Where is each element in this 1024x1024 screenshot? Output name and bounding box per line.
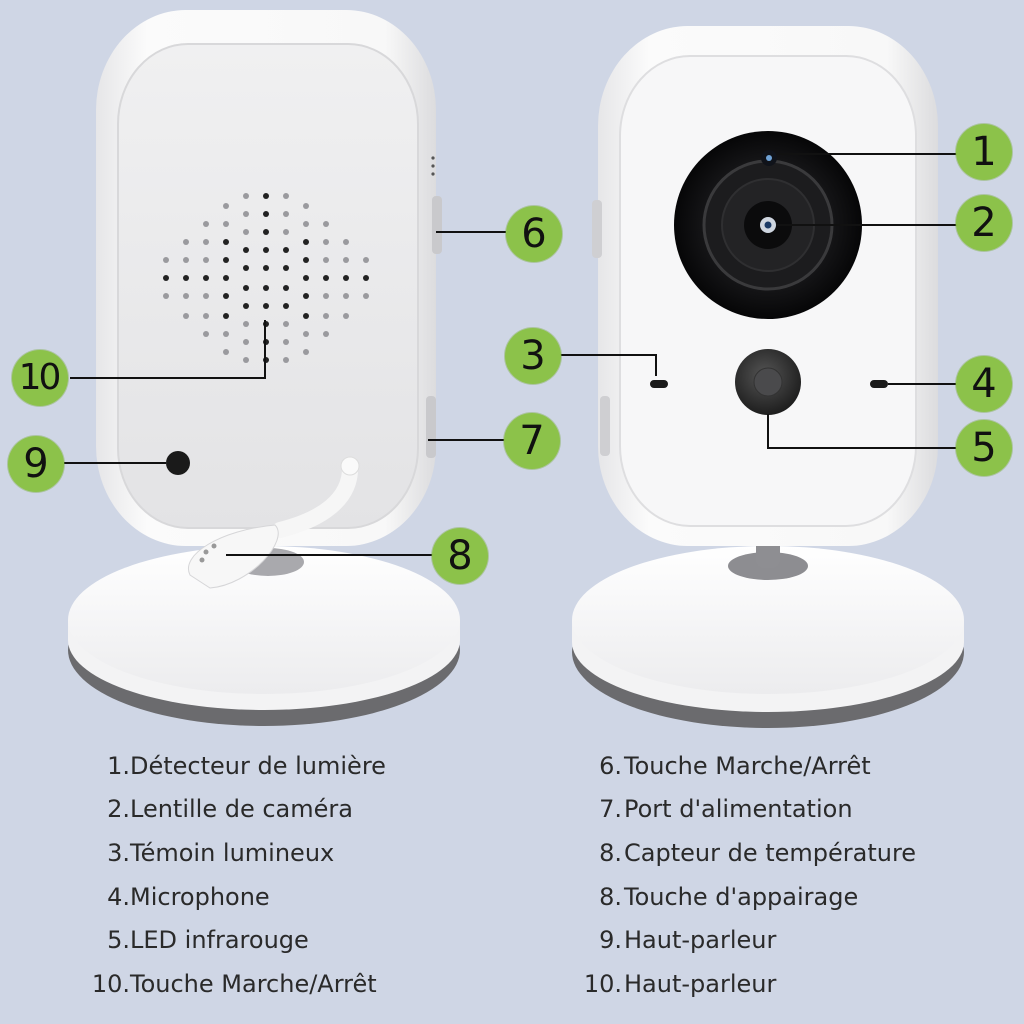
legend-number: 3.: [107, 838, 130, 867]
legend-item: 7.Port d'alimentation: [578, 788, 916, 832]
legend-text: Port d'alimentation: [624, 795, 853, 824]
legend-item: 8.Touche d'appairage: [578, 875, 916, 919]
legend-number: 8.: [599, 838, 622, 867]
legend-text: Haut-parleur: [624, 926, 777, 955]
legend-text: Touche Marche/Arrêt: [130, 969, 377, 998]
callout-badge-8: 8: [432, 528, 488, 584]
microphone-hole: [870, 380, 888, 388]
legend-item: 10.Touche Marche/Arrêt: [88, 962, 386, 1006]
legend-item: 2.Lentille de caméra: [88, 788, 386, 832]
legend-number: 4.: [107, 882, 130, 911]
legend-text: Capteur de température: [624, 838, 917, 867]
legend-number: 2.: [107, 795, 130, 824]
legend-number: 10.: [91, 969, 130, 998]
callout-badge-3: 3: [505, 328, 561, 384]
callout-badge-1: 1: [956, 124, 1012, 180]
legend-text: Microphone: [130, 882, 270, 911]
callout-badge-5: 5: [956, 420, 1012, 476]
legend-item: 6.Touche Marche/Arrêt: [578, 744, 916, 788]
legend-number: 1.: [107, 751, 130, 780]
legend-number: 8.: [599, 882, 622, 911]
legend-text: Haut-parleur: [624, 969, 777, 998]
callout-badge-9: 9: [8, 436, 64, 492]
legend-item: 5.LED infrarouge: [88, 918, 386, 962]
indicator-light: [650, 380, 668, 388]
legend-number: 7.: [599, 795, 622, 824]
callout-badge-2: 2: [956, 195, 1012, 251]
legend-text: Témoin lumineux: [130, 838, 335, 867]
callout-badge-6: 6: [506, 206, 562, 262]
legend-number: 9.: [599, 926, 622, 955]
legend-text: Touche Marche/Arrêt: [624, 751, 871, 780]
legend-item: 8.Capteur de température: [578, 831, 916, 875]
legend-right-column: 6.Touche Marche/Arrêt 7.Port d'alimentat…: [578, 744, 916, 1006]
legend-item: 9.Haut-parleur: [578, 918, 916, 962]
legend-text: LED infrarouge: [130, 926, 309, 955]
pairing-button-hole: [166, 451, 190, 475]
legend-text: Lentille de caméra: [130, 795, 353, 824]
back-view-device: [64, 10, 506, 726]
legend-text: Détecteur de lumière: [130, 751, 386, 780]
callout-badge-7: 7: [504, 413, 560, 469]
callout-badge-10: 10: [12, 350, 68, 406]
legend-item: 3.Témoin lumineux: [88, 831, 386, 875]
legend-item: 10.Haut-parleur: [578, 962, 916, 1006]
legend-number: 6.: [599, 751, 622, 780]
legend-text: Touche d'appairage: [624, 882, 859, 911]
legend-number: 5.: [107, 926, 130, 955]
legend-number: 10.: [583, 969, 622, 998]
legend-item: 1.Détecteur de lumière: [88, 744, 386, 788]
callout-badge-4: 4: [956, 356, 1012, 412]
legend-left-column: 1.Détecteur de lumière 2.Lentille de cam…: [88, 744, 386, 1006]
front-view-device: [560, 26, 964, 728]
legend-item: 4.Microphone: [88, 875, 386, 919]
